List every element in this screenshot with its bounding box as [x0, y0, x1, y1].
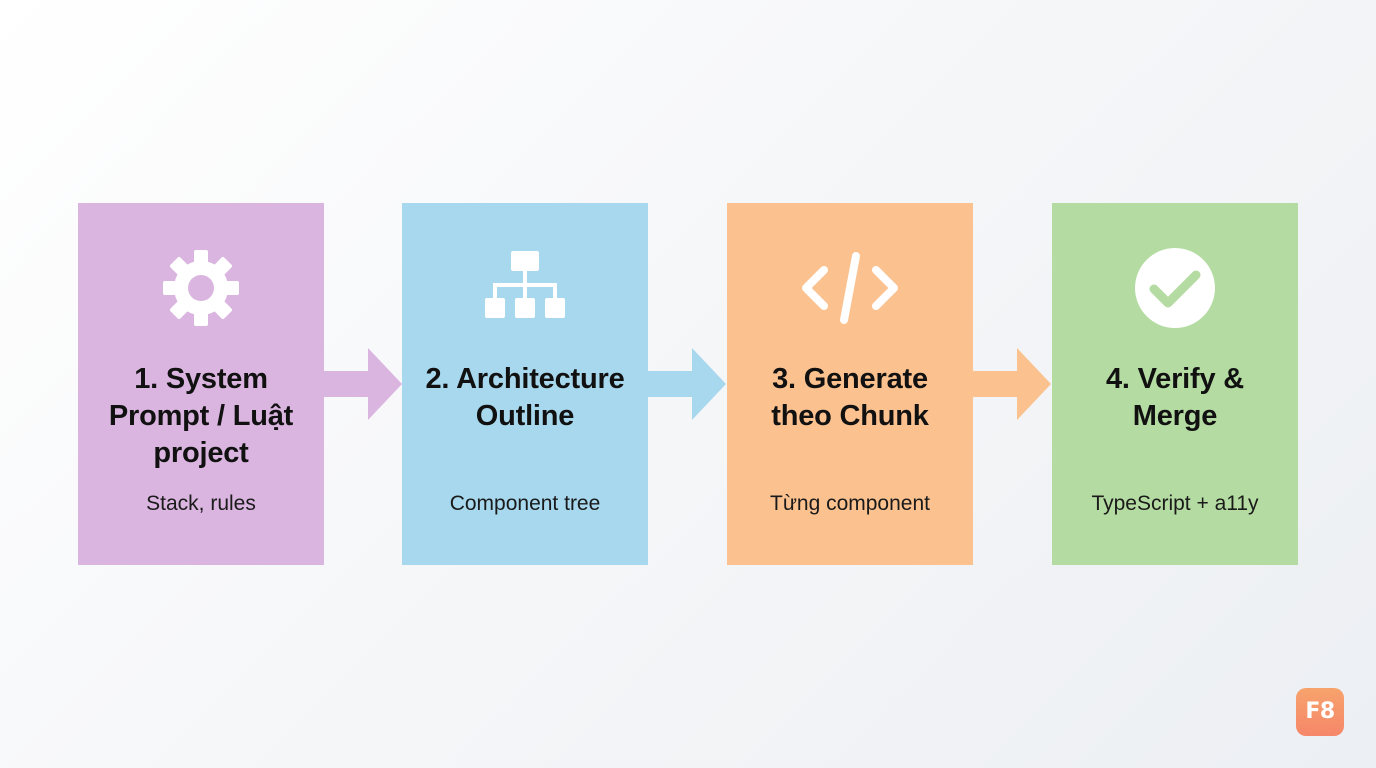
step-subtitle: TypeScript + a11y — [1091, 492, 1259, 515]
arrow-right-icon — [648, 348, 726, 420]
step-subtitle: Component tree — [449, 492, 601, 515]
step-card-generate-chunk: 3. Generate theo Chunk Từng component — [727, 203, 973, 565]
arrow-right-icon — [973, 348, 1051, 420]
hierarchy-icon — [485, 251, 565, 318]
step-card-architecture-outline: 2. Architecture Outline Component tree — [402, 203, 648, 565]
step-title: 3. Generate theo Chunk — [771, 363, 929, 432]
check-circle-icon — [1135, 248, 1215, 328]
arrow-right-icon — [324, 348, 402, 420]
step-subtitle: Từng component — [770, 492, 930, 515]
gear-icon — [163, 250, 239, 326]
f8-logo: F8 — [1296, 688, 1344, 736]
step-title: 4. Verify & Merge — [1105, 363, 1245, 432]
step-title: 1. System Prompt / Luật project — [108, 363, 294, 469]
step-title: 2. Architecture Outline — [425, 363, 625, 432]
code-icon — [802, 252, 898, 324]
step-subtitle: Stack, rules — [146, 492, 256, 515]
step-card-system-prompt: 1. System Prompt / Luật project Stack, r… — [78, 203, 324, 565]
step-card-verify-merge: 4. Verify & Merge TypeScript + a11y — [1052, 203, 1298, 565]
